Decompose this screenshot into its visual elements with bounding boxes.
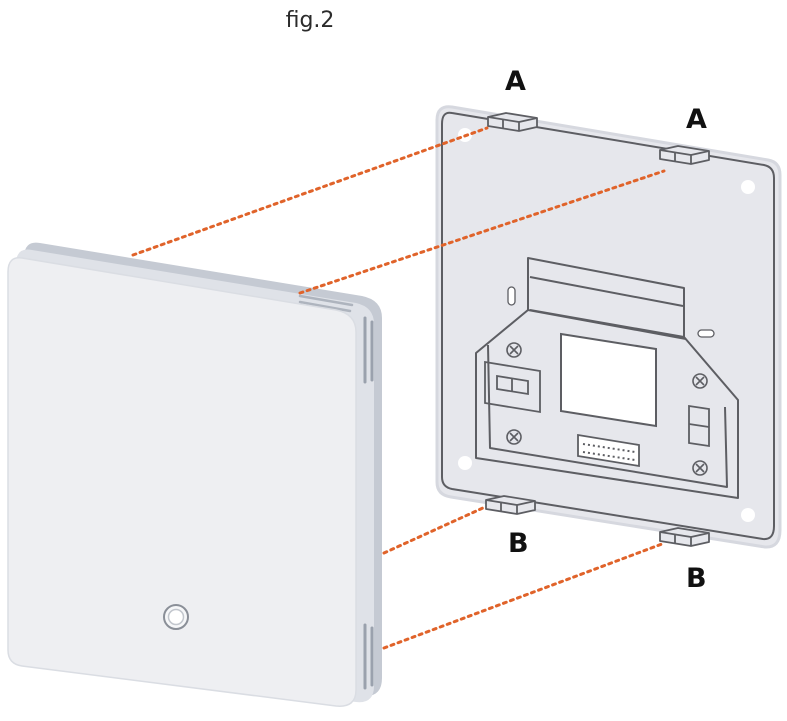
- clip-label-b-left: B: [508, 528, 529, 559]
- power-button-icon: [163, 604, 189, 630]
- dip-switch-icon: [484, 360, 541, 414]
- clip-icon: [659, 527, 710, 547]
- clip-label-b-right: B: [686, 563, 707, 594]
- terminal-block-icon: [577, 433, 640, 468]
- screw-icon: [506, 342, 522, 358]
- guide-line-bottom-right: [382, 542, 664, 650]
- corner-hole-icon: [458, 456, 472, 470]
- figure-caption: fig.2: [285, 8, 335, 33]
- side-connector-icon: [688, 404, 710, 448]
- clip-icon: [485, 495, 536, 515]
- housing-vent-ridges: [363, 316, 374, 690]
- guide-line-bottom-left: [382, 505, 487, 555]
- clip-icon: [659, 145, 710, 165]
- screw-icon: [692, 373, 708, 389]
- clip-label-a-right: A: [686, 104, 707, 135]
- inner-bracket: [475, 257, 739, 499]
- screw-icon: [506, 429, 522, 445]
- guide-line-top-right: [298, 169, 666, 295]
- clip-label-a-left: A: [505, 66, 526, 97]
- clip-icon: [487, 112, 538, 132]
- device-housing: [7, 242, 382, 707]
- mounting-slot-icon: [697, 329, 715, 338]
- mounting-slot-icon: [507, 286, 516, 306]
- corner-hole-icon: [741, 180, 755, 194]
- mounting-plate: [435, 105, 782, 549]
- display-window: [560, 332, 657, 428]
- screw-icon: [692, 460, 708, 476]
- corner-hole-icon: [741, 508, 755, 522]
- guide-line-top-left: [131, 126, 489, 257]
